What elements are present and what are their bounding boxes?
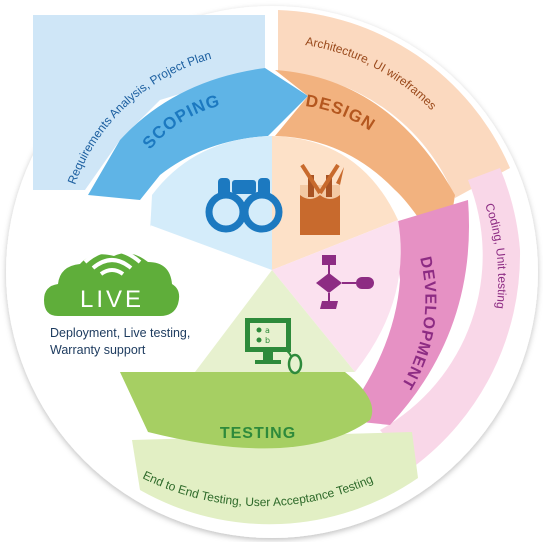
tools-castle-icon: [300, 163, 344, 235]
live-desc-line1: Deployment, Live testing,: [50, 326, 190, 340]
live-desc-line2: Warranty support: [50, 343, 146, 357]
testing-outer-band: [132, 432, 418, 525]
live-title: LIVE: [80, 286, 144, 313]
binoculars-icon: [205, 178, 283, 233]
testing-title: TESTING: [220, 425, 296, 442]
design-title-band: [275, 70, 455, 258]
svg-text:a: a: [265, 326, 270, 335]
scoping-title-band: [88, 68, 308, 200]
flowchart-icon: [316, 255, 374, 309]
scoping-outer-band: [33, 15, 265, 190]
development-outer-band: [380, 168, 521, 468]
design-outer-band: [278, 10, 510, 198]
development-title-band: [342, 200, 470, 425]
svg-text:b: b: [265, 336, 270, 345]
cloud-wifi-icon: [44, 248, 180, 316]
development-inner-sector: [272, 220, 401, 372]
testing-title-band: [120, 372, 373, 449]
computer-mouse-icon: a b: [245, 318, 303, 375]
